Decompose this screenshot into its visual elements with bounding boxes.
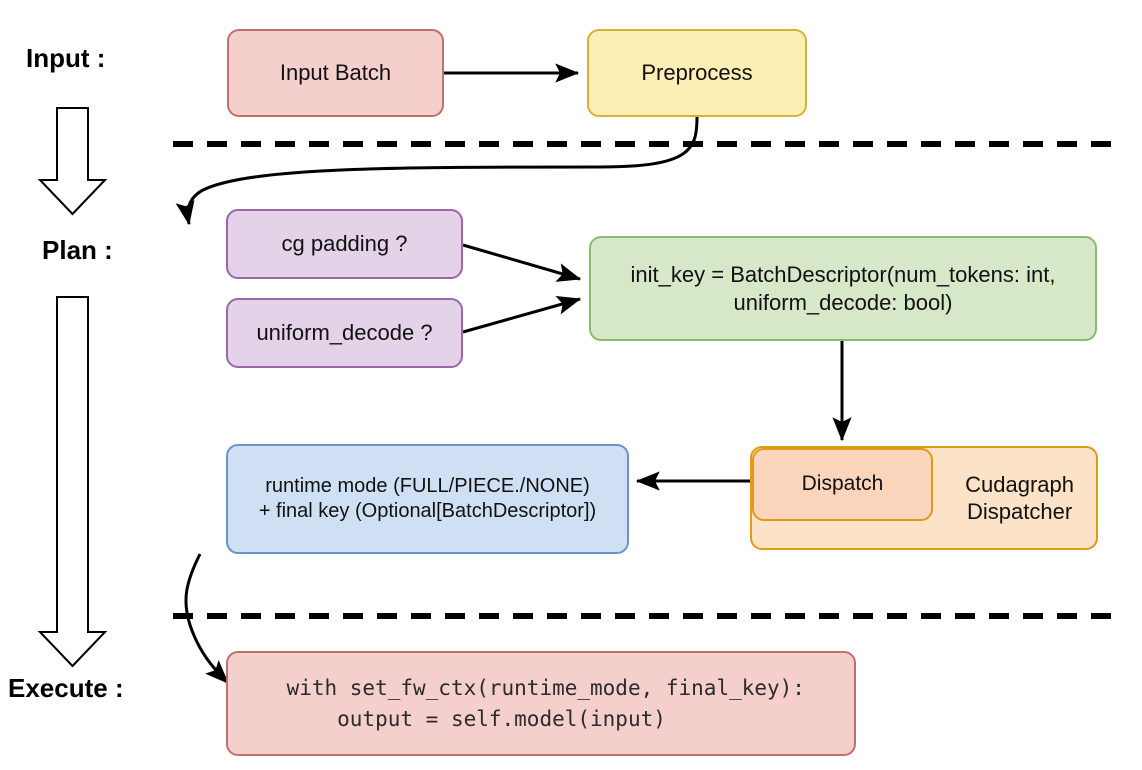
node-cudagraph-dispatcher-label-line1: Cudagraph [965, 471, 1074, 497]
arrow-preprocess-to-plan [175, 116, 699, 226]
node-cudagraph-dispatcher-label-line2: Dispatcher [966, 499, 1073, 524]
stage-label-execute: Execute : [8, 673, 124, 703]
node-init-key[interactable]: init_key = BatchDescriptor(num_tokens: i… [589, 236, 1097, 341]
node-dispatch[interactable]: Dispatch [752, 448, 933, 521]
execute-code-line2: output = self.model(input) [286, 706, 666, 731]
node-input-batch-label: Input Batch [279, 60, 392, 86]
node-uniform-decode-label: uniform_decode ? [256, 320, 433, 346]
node-input-batch[interactable]: Input Batch [227, 29, 444, 117]
node-runtime-mode-label-line1: runtime mode (FULL/PIECE./NONE) [265, 475, 590, 497]
stage-arrow-plan-to-execute [37, 296, 108, 668]
stage-arrow-input-to-plan [37, 107, 108, 216]
node-cg-padding[interactable]: cg padding ? [226, 209, 463, 279]
stage-label-plan: Plan : [42, 235, 113, 265]
arrow-cgpadding-to-initkey [462, 243, 582, 282]
arrow-runtimemode-to-code [184, 553, 230, 685]
node-uniform-decode[interactable]: uniform_decode ? [226, 298, 463, 368]
node-cg-padding-label: cg padding ? [281, 231, 408, 257]
arrow-uniformdecode-to-initkey [462, 295, 582, 334]
node-init-key-label-line1: init_key = BatchDescriptor(num_tokens: i… [630, 262, 1056, 287]
node-preprocess[interactable]: Preprocess [587, 29, 807, 117]
node-preprocess-label: Preprocess [641, 60, 753, 86]
node-runtime-mode[interactable]: runtime mode (FULL/PIECE./NONE) + final … [226, 444, 629, 554]
stage-label-input: Input : [26, 43, 106, 73]
node-runtime-mode-label-line2: + final key (Optional[BatchDescriptor]) [258, 500, 597, 522]
node-execute-code[interactable]: with set_fw_ctx(runtime_mode, final_key)… [226, 651, 856, 756]
node-init-key-label-line2: uniform_decode: bool) [733, 289, 953, 315]
node-dispatch-label: Dispatch [801, 472, 884, 496]
execute-code-line1: with set_fw_ctx(runtime_mode, final_key)… [286, 676, 805, 701]
